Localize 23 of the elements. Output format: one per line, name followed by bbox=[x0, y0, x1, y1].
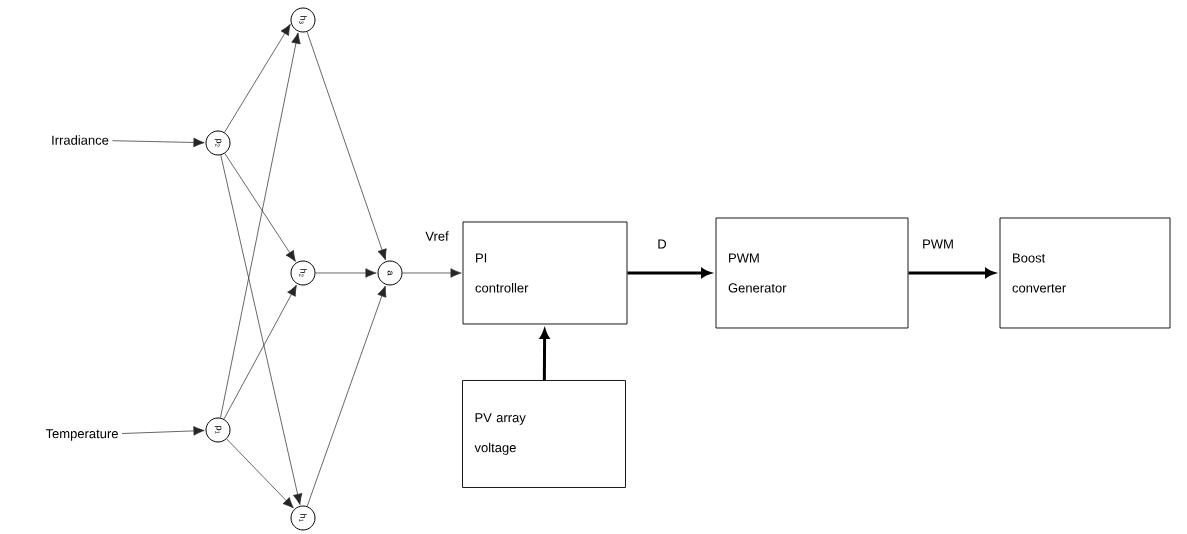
block-box: Boost converter bbox=[999, 217, 1171, 329]
input-label: Irradiance bbox=[52, 135, 109, 145]
arrow bbox=[908, 268, 995, 278]
arrow bbox=[315, 268, 377, 278]
block-box: PI controller bbox=[462, 221, 628, 325]
block-box: PWM Generator bbox=[715, 217, 909, 329]
arrow bbox=[112, 137, 205, 148]
edge-label: PWM bbox=[921, 238, 955, 250]
arrow bbox=[121, 426, 205, 436]
arrow bbox=[306, 31, 387, 261]
arrow bbox=[220, 154, 303, 505]
arrow bbox=[402, 268, 462, 278]
arrow bbox=[226, 438, 294, 509]
arrow bbox=[224, 24, 291, 133]
arrow bbox=[224, 153, 296, 262]
arrow bbox=[220, 32, 301, 419]
block-box: PV array voltage bbox=[462, 380, 626, 488]
input-label: Temperature bbox=[45, 429, 118, 441]
edge-label: Vref bbox=[424, 230, 450, 242]
arrow bbox=[627, 268, 711, 278]
edge-label: D bbox=[656, 238, 668, 250]
arrow bbox=[223, 284, 297, 420]
arrow bbox=[306, 285, 387, 507]
